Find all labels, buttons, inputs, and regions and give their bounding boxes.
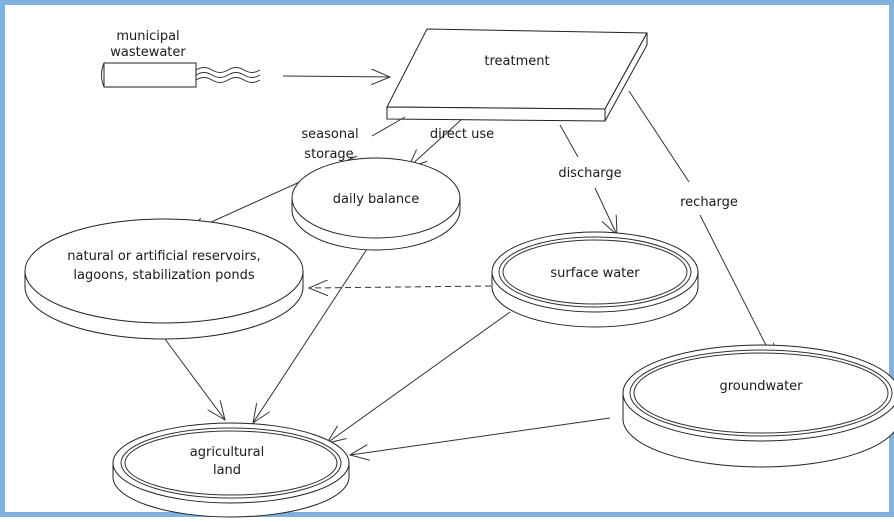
arrow-daily-to-agriculture <box>253 248 368 423</box>
arrow-recharge <box>699 214 775 363</box>
label-land: land <box>213 463 241 478</box>
arrow-direct-use <box>408 118 463 168</box>
label-seasonal: seasonal <box>301 127 358 142</box>
wastewater-pipe <box>101 62 261 88</box>
arrow-groundwater-to-agriculture <box>350 417 611 455</box>
arrow-discharge <box>594 187 617 235</box>
label-agricultural: agricultural <box>190 445 264 460</box>
agricultural-land-disc <box>112 422 350 518</box>
label-discharge: discharge <box>558 166 621 181</box>
label-municipal: municipal <box>116 29 179 44</box>
line-discharge-top <box>559 124 579 158</box>
surface-water-disc <box>491 231 699 328</box>
label-storage: storage <box>304 147 353 162</box>
line-recharge-top <box>628 90 690 183</box>
label-reservoirs-2: lagoons, stabilization ponds <box>73 268 254 283</box>
arrow-pipe-to-treatment <box>282 76 390 77</box>
groundwater-disc <box>622 344 894 468</box>
arrow-surface-to-reservoirs-dashed <box>309 286 492 288</box>
label-reservoirs: natural or artificial reservoirs, <box>67 249 260 264</box>
arrow-reservoirs-to-agriculture <box>161 334 225 420</box>
wastewater-reuse-diagram: municipal wastewater treatment seasonal … <box>24 28 894 518</box>
treatment-box <box>386 28 648 122</box>
reservoirs-disc <box>24 218 304 340</box>
label-surface-water: surface water <box>550 266 640 281</box>
label-treatment: treatment <box>484 54 549 69</box>
line-seasonal-storage <box>371 116 406 137</box>
daily-balance-disc <box>291 157 461 251</box>
arrow-surface-to-agriculture <box>327 311 511 443</box>
label-recharge: recharge <box>680 195 738 210</box>
label-wastewater: wastewater <box>110 45 186 60</box>
label-direct-use: direct use <box>430 127 494 142</box>
label-daily-balance: daily balance <box>333 192 419 207</box>
label-groundwater: groundwater <box>719 379 803 394</box>
